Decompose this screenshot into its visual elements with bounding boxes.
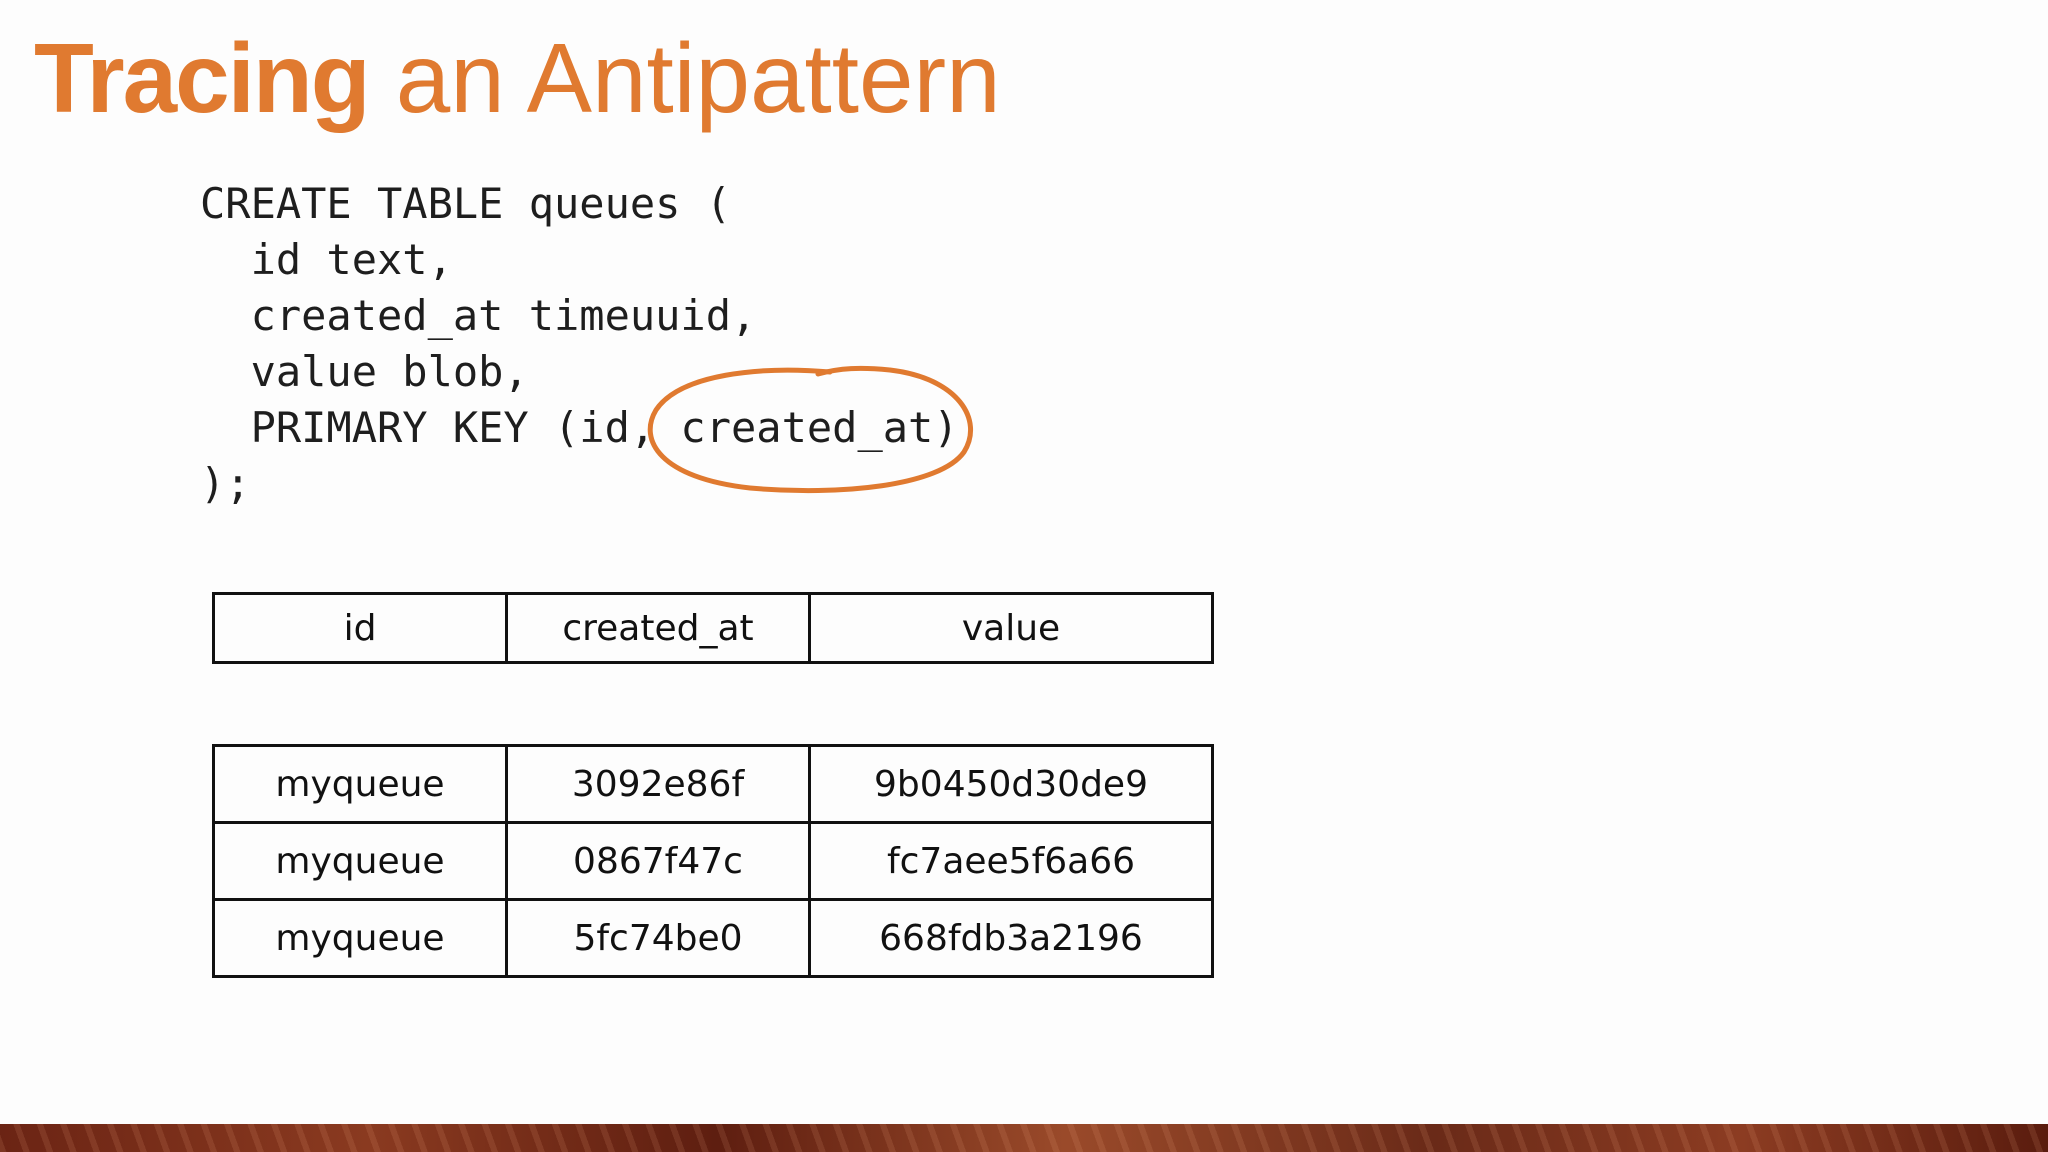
decorative-footer-band <box>0 1124 2048 1152</box>
highlight-circle-annotation <box>647 365 974 494</box>
cell-value: 668fdb3a2196 <box>808 898 1214 978</box>
slide-title-light: an Antipattern <box>368 23 1001 133</box>
table-row: myqueue 5fc74be0 668fdb3a2196 <box>212 898 1214 978</box>
slide-title-bold: Tracing <box>34 23 371 133</box>
code-line: id text, <box>200 235 453 284</box>
cell-created-at: 5fc74be0 <box>505 898 811 978</box>
schema-columns-table: id created_at value <box>212 592 1214 664</box>
table-row: myqueue 3092e86f 9b0450d30de9 <box>212 744 1214 824</box>
code-line: created_at timeuuid, <box>200 291 757 340</box>
cell-value: 9b0450d30de9 <box>808 744 1214 824</box>
cell-id: myqueue <box>212 898 508 978</box>
code-line: value blob, <box>200 347 529 396</box>
cell-created-at: 0867f47c <box>505 821 811 901</box>
code-line: PRIMARY KEY (id, created_at) <box>200 403 959 452</box>
column-header-created-at: created_at <box>505 592 811 664</box>
cql-code-block: CREATE TABLE queues ( id text, created_a… <box>200 176 959 512</box>
cell-id: myqueue <box>212 744 508 824</box>
data-rows-table: myqueue 3092e86f 9b0450d30de9 myqueue 08… <box>212 744 1214 978</box>
slide-title: Tracing an Antipattern <box>34 20 1001 138</box>
circle-stroke <box>647 365 974 494</box>
cell-value: fc7aee5f6a66 <box>808 821 1214 901</box>
cell-created-at: 3092e86f <box>505 744 811 824</box>
code-line: ); <box>200 459 251 508</box>
cell-id: myqueue <box>212 821 508 901</box>
column-header-id: id <box>212 592 508 664</box>
table-row: myqueue 0867f47c fc7aee5f6a66 <box>212 821 1214 901</box>
column-header-value: value <box>808 592 1214 664</box>
table-row: id created_at value <box>212 592 1214 664</box>
code-line: CREATE TABLE queues ( <box>200 179 732 228</box>
